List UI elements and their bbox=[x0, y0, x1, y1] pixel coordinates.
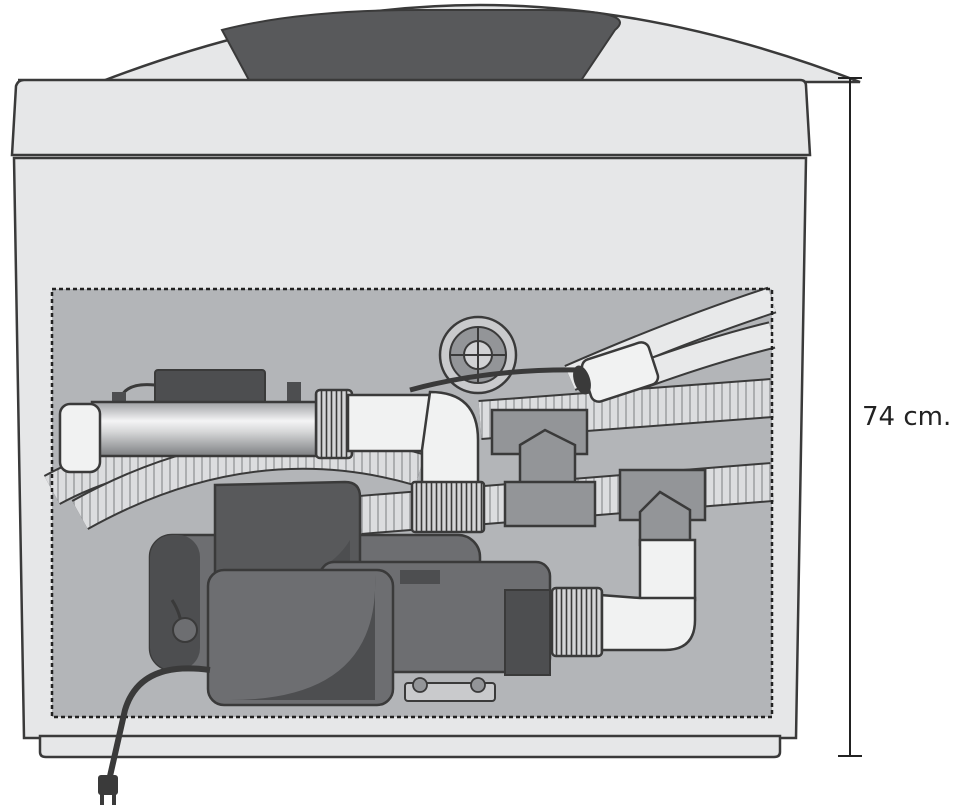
pump-icon bbox=[148, 480, 552, 707]
sensor-cable bbox=[409, 367, 586, 393]
lid-handle bbox=[220, 9, 621, 83]
height-dimension: 74 cm. bbox=[838, 77, 951, 757]
hose-coupler bbox=[573, 341, 660, 403]
power-cord bbox=[105, 665, 211, 786]
height-label: 74 cm. bbox=[862, 402, 951, 432]
heater-tube-icon bbox=[58, 388, 354, 474]
elbow-pipe bbox=[346, 390, 486, 534]
cutaway-border bbox=[50, 287, 774, 719]
lid bbox=[99, 3, 861, 84]
housing-base bbox=[38, 734, 782, 759]
power-plug-icon bbox=[98, 775, 118, 805]
pump-discharge-elbow bbox=[550, 538, 697, 658]
housing-top-rim bbox=[10, 78, 812, 157]
